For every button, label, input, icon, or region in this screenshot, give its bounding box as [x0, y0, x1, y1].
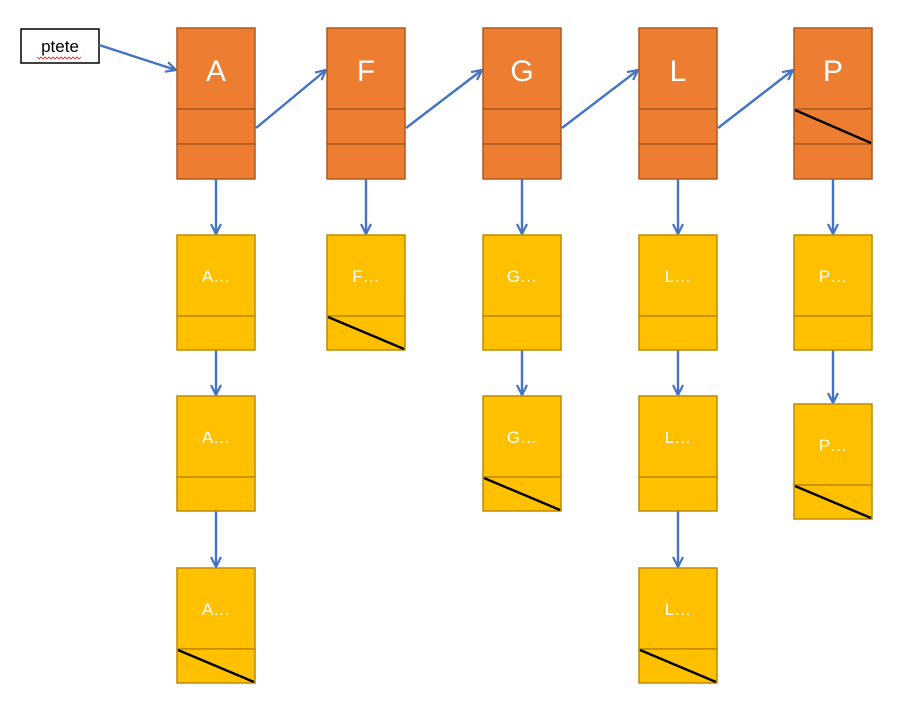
head-node-l: L — [638, 27, 718, 180]
pointer-label: ptete — [41, 37, 79, 56]
head-label-cell — [176, 27, 256, 110]
item-node: A… — [176, 395, 256, 512]
pointer-arrow — [98, 43, 176, 70]
item-label: G… — [507, 267, 537, 286]
item-node: L… — [638, 395, 718, 512]
item-node: A… — [176, 567, 256, 684]
item-label: L… — [665, 600, 691, 619]
first-item-cell — [482, 143, 562, 180]
item-label: P… — [819, 267, 847, 286]
item-node: P… — [793, 234, 873, 351]
item-label: F… — [352, 267, 379, 286]
head-node-f: F — [326, 27, 406, 180]
item-next-cell — [176, 315, 256, 351]
item-node: L… — [638, 234, 718, 351]
item-value-cell — [482, 234, 562, 317]
spellcheck-underline — [36, 56, 82, 60]
nodes-layer: A A… A… A… F F… G G… G… L L… L… L… P P… P… — [176, 27, 873, 684]
next-arrow — [561, 70, 638, 129]
item-label: L… — [665, 267, 691, 286]
head-node-a: A — [176, 27, 256, 180]
next-head-cell — [176, 108, 256, 145]
item-value-cell — [176, 567, 256, 650]
head-label: P — [823, 55, 843, 88]
next-head-cell — [482, 108, 562, 145]
item-node: P… — [793, 403, 873, 520]
head-node-g: G — [482, 27, 562, 180]
item-node: G… — [482, 395, 562, 512]
null-marker — [483, 476, 561, 512]
item-label: A… — [202, 428, 230, 447]
item-next-cell — [176, 476, 256, 512]
null-marker — [327, 315, 405, 351]
item-node: L… — [638, 567, 718, 684]
item-node: A… — [176, 234, 256, 351]
item-node: G… — [482, 234, 562, 351]
pointer-box: ptete — [20, 28, 100, 64]
item-label: P… — [819, 436, 847, 455]
next-head-cell — [326, 108, 406, 145]
item-value-cell — [793, 403, 873, 486]
item-value-cell — [638, 395, 718, 478]
item-value-cell — [176, 234, 256, 317]
item-value-cell — [176, 395, 256, 478]
item-value-cell — [482, 395, 562, 478]
head-label: A — [206, 55, 226, 88]
item-node: F… — [326, 234, 406, 351]
head-node-p: P — [793, 27, 873, 180]
head-label: G — [510, 55, 533, 88]
item-value-cell — [638, 234, 718, 317]
item-next-cell — [638, 315, 718, 351]
null-marker — [794, 484, 872, 520]
item-value-cell — [793, 234, 873, 317]
arrows-layer — [98, 43, 833, 567]
item-next-cell — [793, 315, 873, 351]
null-marker — [639, 648, 717, 684]
item-next-cell — [638, 476, 718, 512]
next-arrow — [405, 70, 482, 129]
item-label: A… — [202, 600, 230, 619]
null-marker — [794, 108, 872, 145]
head-label-cell — [482, 27, 562, 110]
next-head-cell — [638, 108, 718, 145]
next-arrow — [717, 70, 793, 129]
item-label: G… — [507, 428, 537, 447]
head-label-cell — [326, 27, 406, 110]
next-arrow — [255, 70, 326, 129]
head-label: F — [357, 55, 375, 88]
item-label: L… — [665, 428, 691, 447]
item-next-cell — [482, 315, 562, 351]
first-item-cell — [638, 143, 718, 180]
head-label: L — [670, 55, 687, 88]
first-item-cell — [176, 143, 256, 180]
item-label: A… — [202, 267, 230, 286]
first-item-cell — [326, 143, 406, 180]
null-marker — [177, 648, 255, 684]
first-item-cell — [793, 143, 873, 180]
item-value-cell — [326, 234, 406, 317]
head-label-cell — [638, 27, 718, 110]
